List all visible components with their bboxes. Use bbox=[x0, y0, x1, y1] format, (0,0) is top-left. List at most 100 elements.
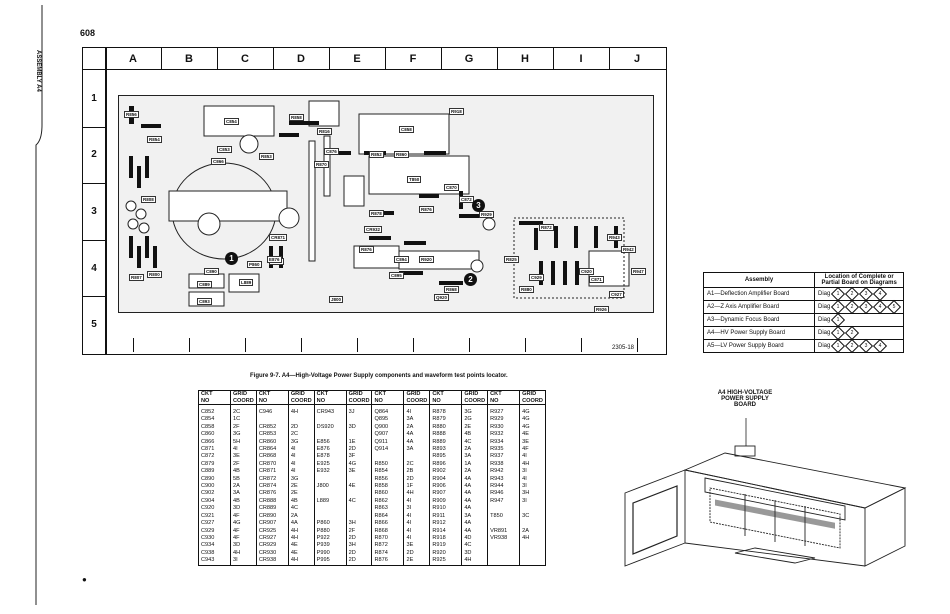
table-cell: 3G bbox=[461, 404, 489, 417]
diagram-diamond-icon: 4 bbox=[873, 338, 888, 354]
table-cell: C866 bbox=[198, 438, 231, 447]
board-component-label: C854 bbox=[224, 118, 239, 125]
table-cell: R907 bbox=[429, 490, 463, 498]
table-cell: C860 bbox=[198, 431, 231, 439]
table-cell: CR927 bbox=[255, 534, 289, 543]
table-cell: Q864 bbox=[371, 404, 405, 417]
table-cell: 3J bbox=[345, 404, 373, 417]
table-cell: R927 bbox=[487, 404, 521, 417]
table-cell: CR852 bbox=[255, 423, 289, 432]
header-line: NO bbox=[490, 397, 499, 404]
board-component-label: E876 bbox=[267, 256, 282, 263]
table-cell: R863 bbox=[371, 505, 405, 513]
table-cell: 4B bbox=[461, 431, 489, 439]
table-cell: E856 bbox=[313, 438, 347, 447]
table-cell: 3D bbox=[230, 542, 257, 550]
table-cell: C904 bbox=[198, 497, 231, 506]
table-cell: CR888 bbox=[255, 497, 289, 506]
table-cell: 4E bbox=[287, 542, 315, 550]
table-cell: 4H bbox=[287, 534, 315, 543]
table-cell: R866 bbox=[371, 520, 405, 528]
table-cell: 1F bbox=[403, 483, 431, 491]
board-component-label: R858 bbox=[289, 114, 304, 121]
table-cell: R909 bbox=[429, 497, 463, 506]
board-component-label: R808 bbox=[141, 196, 156, 203]
table-cell: C927 bbox=[198, 520, 231, 528]
column-header-h: H bbox=[521, 53, 529, 65]
table-cell: R850 bbox=[371, 460, 405, 469]
table-cell: CR864 bbox=[255, 446, 289, 454]
table-cell: R864 bbox=[371, 512, 405, 521]
table-cell: 4I bbox=[403, 520, 431, 528]
table-cell: 4F bbox=[519, 446, 546, 454]
diag-label: Diag bbox=[818, 304, 831, 310]
assembly-diagram-table: Assembly Location of Complete or Partial… bbox=[703, 272, 905, 354]
table-cell: 3F bbox=[345, 453, 373, 461]
table-cell: 4H bbox=[519, 460, 546, 469]
diagram-number: 1 bbox=[836, 317, 840, 323]
table-cell: R904 bbox=[429, 475, 463, 484]
table-cell: C920 bbox=[198, 505, 231, 513]
table-cell: 2D bbox=[287, 423, 315, 432]
table-cell: CR860 bbox=[255, 438, 289, 447]
diagram-number: 1 bbox=[836, 304, 840, 310]
board-component-label: C853 bbox=[217, 146, 232, 153]
board-component-label: R878 bbox=[369, 210, 384, 217]
diagram-diamond-icon: 3 bbox=[859, 286, 874, 302]
table-cell bbox=[313, 490, 347, 498]
diag-label: Diag bbox=[818, 330, 831, 336]
table-cell bbox=[519, 505, 546, 513]
board-component-label: L889 bbox=[239, 279, 254, 286]
column-header-f: F bbox=[409, 53, 417, 65]
table-cell: 4H bbox=[230, 549, 257, 558]
table-cell: CR870 bbox=[255, 460, 289, 469]
board-component-label: R926 bbox=[594, 306, 609, 313]
table-cell: 4G bbox=[519, 404, 546, 417]
board-component-label: R856 bbox=[124, 111, 139, 118]
header-line: CKT bbox=[258, 391, 271, 397]
table-cell: 3E bbox=[403, 542, 431, 550]
header-line: GRID bbox=[348, 391, 363, 397]
table-cell: C852 bbox=[198, 404, 231, 417]
table-cell: 4B bbox=[230, 497, 257, 506]
table-cell: C943 bbox=[198, 557, 231, 566]
table-cell: R932 bbox=[487, 431, 521, 439]
table-cell: R868 bbox=[371, 527, 405, 535]
table-cell: P922 bbox=[313, 534, 347, 543]
column-header-c: C bbox=[241, 53, 249, 65]
board-component-label: C872 bbox=[459, 196, 474, 203]
board-component-label: R853 bbox=[259, 153, 274, 160]
table-cell: 3E bbox=[230, 453, 257, 461]
margin-binding-curve bbox=[35, 5, 43, 605]
board-component-label: R870 bbox=[314, 161, 329, 168]
table-cell bbox=[519, 549, 546, 558]
assembly-header: Assembly bbox=[703, 272, 815, 288]
assembly-side-label: ASSEMBLY A4 bbox=[35, 50, 41, 92]
table-cell: 3E bbox=[345, 468, 373, 476]
board-component-label: CR932 bbox=[364, 226, 383, 233]
table-cell: 2A bbox=[287, 512, 315, 521]
table-cell: 1E bbox=[345, 438, 373, 447]
table-cell: 3A bbox=[403, 416, 431, 424]
table-cell: R911 bbox=[429, 512, 463, 521]
table-cell: 4A bbox=[461, 483, 489, 491]
table-cell: R876 bbox=[371, 557, 405, 566]
header-line: COORD bbox=[406, 397, 428, 404]
table-cell: R929 bbox=[487, 416, 521, 424]
table-cell: C902 bbox=[198, 490, 231, 498]
table-cell bbox=[519, 542, 546, 550]
table-cell bbox=[313, 512, 347, 521]
